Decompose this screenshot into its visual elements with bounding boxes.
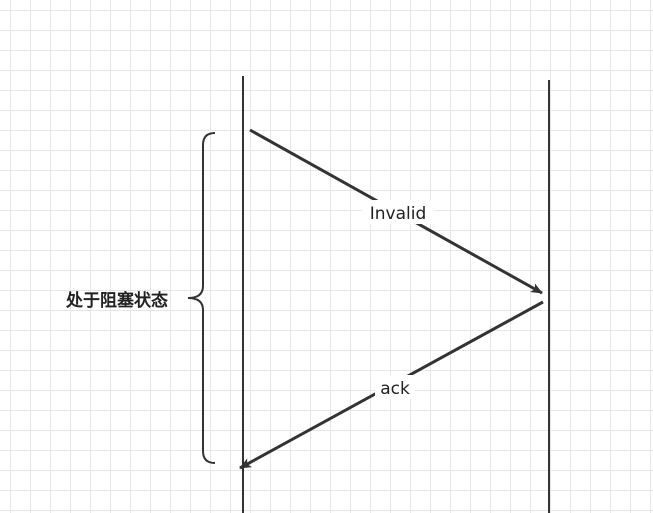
ack-label-bg <box>375 375 415 399</box>
ack-label: ack <box>380 379 410 399</box>
invalid-label: Invalid <box>370 204 427 224</box>
invalid-label-bg <box>362 200 434 224</box>
blocking-state-label: 处于阻塞状态 <box>65 290 168 311</box>
blocking-brace <box>187 132 216 464</box>
